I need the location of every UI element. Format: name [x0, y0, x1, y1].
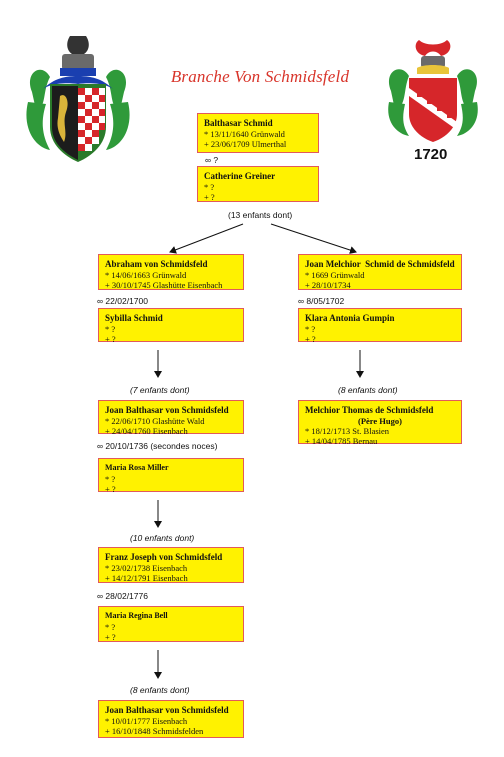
birth-line: * 13/11/1640 Grünwald — [204, 129, 285, 139]
death-line: + ? — [305, 334, 316, 344]
person-box-abraham: Abraham von Schmidsfeld * 14/06/1663 Grü… — [98, 254, 244, 290]
person-religious-name: (Père Hugo) — [358, 416, 402, 426]
children-note: (10 enfants dont) — [130, 533, 194, 543]
death-line: + 30/10/1745 Glashütte Eisenbach — [105, 280, 223, 290]
children-note: (8 enfants dont) — [338, 385, 398, 395]
person-name: Melchior Thomas de Schmidsfeld — [305, 405, 434, 415]
page-title: Branche Von Schmidsfeld — [170, 67, 350, 86]
death-line: + 16/10/1848 Schmidsfelden — [105, 726, 204, 736]
death-line: + ? — [105, 632, 116, 642]
children-note-text: (8 enfants dont) — [338, 385, 398, 395]
marriage-note-text: ∞ 20/10/1736 (secondes noces) — [97, 441, 218, 451]
spouse-box-root: Catherine Greiner * ? + ? — [197, 166, 319, 202]
birth-line: * ? — [204, 182, 215, 192]
death-line: + 28/10/1734 — [305, 280, 351, 290]
person-box-franz-joseph: Franz Joseph von Schmidsfeld * 23/02/173… — [98, 547, 244, 583]
death-line: + 24/04/1760 Eisenbach — [105, 426, 188, 436]
children-note-text: (7 enfants dont) — [130, 385, 190, 395]
birth-line: * 22/06/1710 Glashütte Wald — [105, 416, 205, 426]
spouse-box-sybilla: Sybilla Schmid * ? + ? — [98, 308, 244, 344]
birth-line: * 10/01/1777 Eisenbach — [105, 716, 188, 726]
death-line: + 23/06/1709 Ulmerthal — [204, 139, 287, 149]
left-coat-of-arms — [26, 36, 130, 162]
death-line: + 14/12/1791 Eisenbach — [105, 573, 188, 583]
birth-line: * 18/12/1713 St. Blasien — [305, 426, 390, 436]
death-line: + ? — [105, 484, 116, 494]
crest-year: 1720 — [414, 146, 448, 163]
birth-line: * 14/06/1663 Grünwald — [105, 270, 187, 280]
spouse-name: Maria Rosa Miller — [105, 463, 169, 472]
connector-to-right-branch — [270, 223, 357, 254]
death-line: + ? — [204, 192, 215, 202]
birth-line: * ? — [105, 474, 116, 484]
spouse-name: Maria Regina Bell — [105, 611, 168, 620]
marriage-note: ∞ 28/02/1776 — [97, 591, 148, 601]
birth-line: * 23/02/1738 Eisenbach — [105, 563, 188, 573]
spouse-name: Catherine Greiner — [204, 171, 276, 181]
person-box-joan-melchior: Joan Melchior Schmid de Schmidsfeld * 16… — [298, 254, 462, 290]
birth-line: * ? — [305, 324, 316, 334]
person-box-joan-balthasar-1777: Joan Balthasar von Schmidsfeld * 10/01/1… — [98, 700, 244, 738]
marriage-note: ∞ 20/10/1736 (secondes noces) — [97, 441, 217, 451]
right-coat-of-arms — [388, 40, 478, 142]
person-name: Balthasar Schmid — [204, 118, 273, 128]
children-note: (8 enfants dont) — [130, 685, 190, 695]
children-note-text: (10 enfants dont) — [130, 533, 195, 543]
spouse-box-klara-antonia: Klara Antonia Gumpin * ? + ? — [298, 308, 462, 344]
death-line: + ? — [105, 334, 116, 344]
person-name: Joan Balthasar von Schmidsfeld — [105, 705, 229, 715]
children-note: (13 enfants dont) — [228, 210, 293, 220]
death-line: + 14/04/1785 Bernau — [305, 436, 378, 446]
spouse-box-maria-rosa: Maria Rosa Miller * ? + ? — [98, 458, 244, 494]
person-name: Franz Joseph von Schmidsfeld — [105, 552, 223, 562]
birth-line: * ? — [105, 622, 116, 632]
marriage-note: ∞ 8/05/1702 — [298, 296, 345, 306]
birth-line: * ? — [105, 324, 116, 334]
spouse-box-maria-regina: Maria Regina Bell * ? + ? — [98, 606, 244, 642]
person-name: Joan Melchior Schmid de Schmidsfeld — [305, 259, 455, 269]
person-name: Abraham von Schmidsfeld — [105, 259, 208, 269]
person-box-root: Balthasar Schmid * 13/11/1640 Grünwald +… — [197, 113, 319, 153]
marriage-note: ∞ ? — [205, 155, 219, 165]
person-box-joan-balthasar-1710: Joan Balthasar von Schmidsfeld * 22/06/1… — [98, 400, 244, 436]
children-note-text: (8 enfants dont) — [130, 685, 190, 695]
spouse-name: Sybilla Schmid — [105, 313, 163, 323]
marriage-note: ∞ 22/02/1700 — [97, 296, 148, 306]
connector-to-left-branch — [169, 223, 244, 254]
person-box-melchior-thomas: Melchior Thomas de Schmidsfeld (Père Hug… — [298, 400, 462, 446]
birth-line: * 1669 Grünwald — [305, 270, 365, 280]
spouse-name: Klara Antonia Gumpin — [305, 313, 395, 323]
children-note: (7 enfants dont) — [130, 385, 190, 395]
person-name: Joan Balthasar von Schmidsfeld — [105, 405, 229, 415]
